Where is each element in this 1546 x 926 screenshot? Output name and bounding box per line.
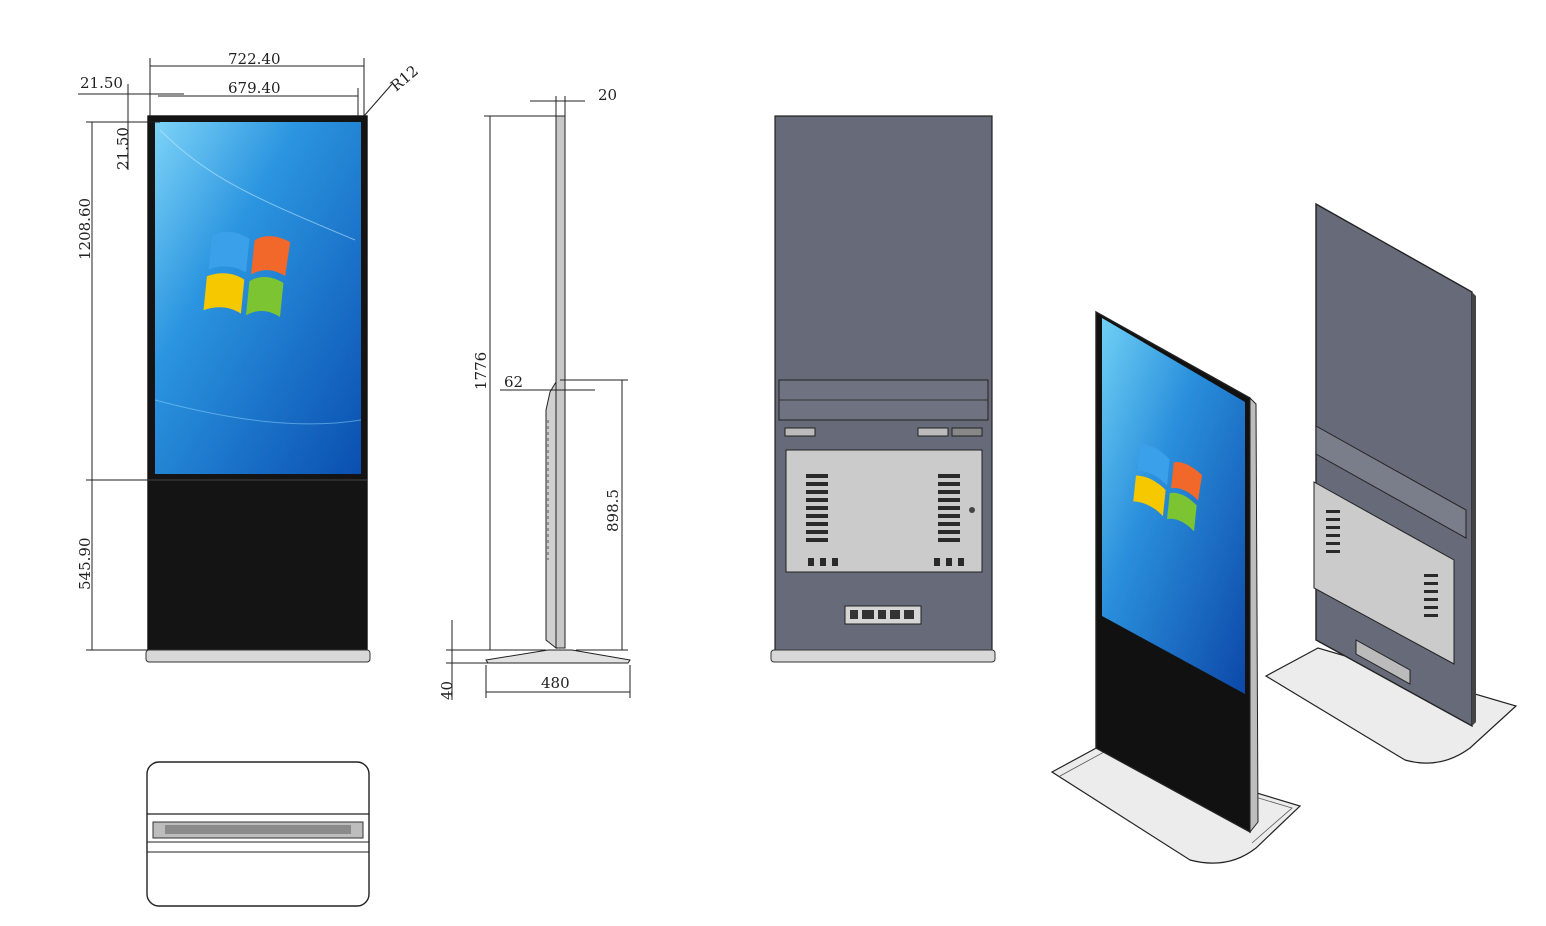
- front-base: [145, 649, 371, 663]
- front-view: 722.40 679.40 21.50 R12 21.50 1208.60 54…: [76, 50, 422, 663]
- side-panel: [555, 115, 566, 649]
- dim-overall-width: 722.40: [228, 50, 281, 68]
- iso-front-base: [1050, 745, 1302, 864]
- dim-depth: 20: [598, 86, 617, 104]
- dim-screen-width: 679.40: [228, 79, 281, 97]
- dim-screen-height: 1208.60: [76, 198, 94, 260]
- dim-corner-radius: R12: [387, 62, 422, 95]
- dim-bracket-offset: 62: [504, 373, 523, 391]
- dim-top-bezel: 21.50: [114, 127, 132, 170]
- dim-bracket-height: 898.5: [604, 489, 622, 532]
- rear-vent-plate: [785, 449, 983, 573]
- side-view: 20 1776 62 898.5 40 480: [438, 86, 631, 700]
- iso-front-view: [1050, 310, 1302, 864]
- top-view: [146, 761, 370, 907]
- dim-total-height: 1776: [472, 352, 490, 390]
- dim-base-thickness: 40: [438, 681, 456, 700]
- iso-rear-view: [1264, 202, 1518, 764]
- side-base: [485, 649, 631, 664]
- iso-rear-base: [1264, 647, 1518, 764]
- rear-view: [770, 115, 996, 663]
- dim-base-depth: 480: [541, 674, 570, 692]
- dim-base-section-height: 545.90: [76, 538, 94, 591]
- dim-side-bezel: 21.50: [80, 74, 123, 92]
